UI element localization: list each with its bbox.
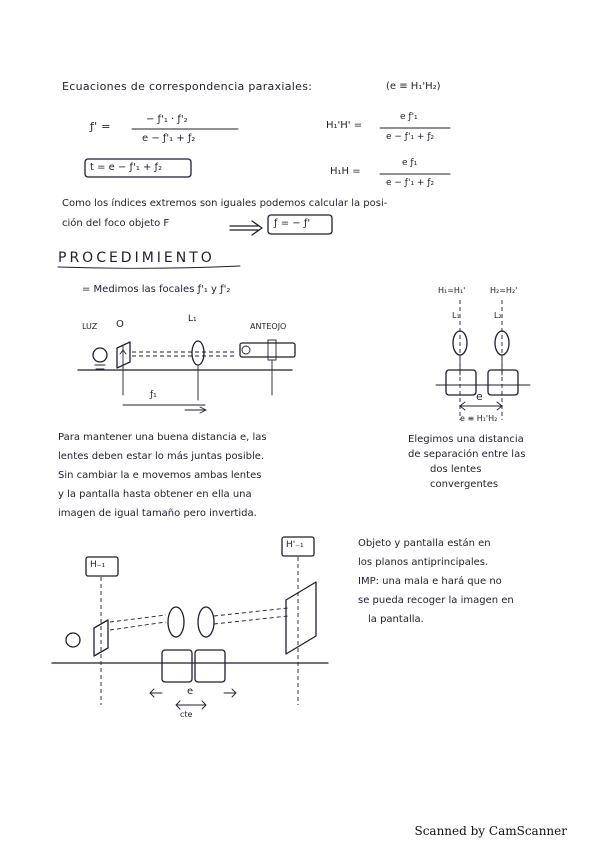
- lens-2-icon: [197, 606, 215, 638]
- lamp-icon: [92, 347, 108, 363]
- text-line-1: Como los índices extremos son iguales po…: [62, 198, 388, 209]
- lens-l1-icon: [191, 340, 205, 366]
- ray-c: [213, 607, 289, 617]
- label-f1: ƒ₁: [150, 390, 157, 400]
- lens-holder-1: [445, 369, 477, 396]
- move-right-arrow-icon: [223, 688, 237, 698]
- e-const-measure-icon: [175, 700, 207, 710]
- para3-line: se pueda recoger la imagen en: [358, 595, 514, 606]
- procedure-title: PROCEDIMIENTO: [58, 250, 215, 266]
- formula-t: t = e − ƒ'₁ + ƒ₂: [90, 162, 163, 173]
- t-formula-box: [84, 158, 192, 178]
- focus-equation: ƒ = − ƒ': [274, 218, 311, 229]
- lens-holder-1: [161, 649, 193, 683]
- paragraph-procedure: Para mantener una buena distancia e, las…: [58, 428, 267, 523]
- equations-heading: Ecuaciones de correspondencia paraxiales…: [62, 80, 313, 93]
- object-arrow-icon: [119, 349, 127, 355]
- e-definition-note: (e ≡ H₁'H₂): [386, 81, 441, 92]
- para1-line: lentes deben estar lo más juntas posible…: [58, 451, 265, 462]
- para3-line: IMP: una mala e hará que no: [358, 576, 502, 587]
- lens-holder-2: [194, 649, 226, 683]
- para1-line: y la pantalla hasta obtener en ella una: [58, 489, 252, 500]
- move-left-arrow-icon: [149, 688, 163, 698]
- label-h2-eq: H₂=H₂': [490, 286, 518, 295]
- text-line-2: ción del foco objeto F: [62, 218, 170, 229]
- para1-line: Para mantener una buena distancia e, las: [58, 432, 267, 443]
- lamp-base-icon: [94, 364, 106, 370]
- diagram-setup: [51, 536, 329, 710]
- para2-line: Elegimos una distancia: [408, 434, 524, 445]
- paragraph-separation: Elegimos una distancia de separación ent…: [408, 432, 525, 492]
- focus-box: [267, 214, 333, 235]
- label-h-prime-minus1: H'₋₁: [286, 540, 304, 550]
- formula-h2-numerator: e ƒ₁: [402, 158, 418, 168]
- label-luz: LUZ: [82, 322, 98, 331]
- implies-arrow-icon: [229, 220, 263, 236]
- lens-holder-2: [487, 369, 519, 396]
- formula-h1-denominator: e − ƒ'₁ + ƒ₂: [386, 132, 435, 142]
- label-e: e: [187, 686, 194, 697]
- object-slide-icon: [116, 341, 131, 369]
- para2-line: dos lentes: [430, 464, 482, 475]
- para3-line: Objeto y pantalla están en: [358, 538, 491, 549]
- lens-1-icon: [167, 606, 185, 638]
- label-h1-eq: H₁=H₁': [438, 286, 466, 295]
- label-cte: cte: [180, 710, 193, 719]
- lamp-icon: [65, 632, 81, 648]
- para2-line: de separación entre las: [408, 449, 526, 460]
- diagram-bench: [77, 339, 296, 414]
- f1-arrow-icon: [184, 406, 208, 414]
- e-measure-icon: [459, 401, 503, 411]
- formula-f-lhs: ƒ' =: [90, 120, 111, 133]
- para1-line: imagen de igual tamaño pero invertida.: [58, 508, 257, 519]
- label-anteojo: ANTEOJO: [250, 322, 287, 331]
- title-underline: [57, 265, 241, 269]
- object-slide-icon: [93, 619, 109, 657]
- scanner-watermark: Scanned by CamScanner: [414, 824, 567, 838]
- para2-line: convergentes: [430, 479, 499, 490]
- telescope-icon: [239, 342, 296, 358]
- diagram-two-lenses: [435, 300, 531, 420]
- label-box-h-prime-1: [281, 536, 315, 557]
- label-l1: L₁: [452, 311, 460, 320]
- para3-line: la pantalla.: [368, 614, 424, 625]
- ray-d: [213, 615, 289, 625]
- formula-h1-numerator: e ƒ'₁: [400, 112, 418, 122]
- para3-line: los planos antiprincipales.: [358, 557, 489, 568]
- telescope-eyepiece-icon: [241, 345, 251, 355]
- formula-f-numerator: − ƒ'₁ · ƒ'₂: [146, 114, 188, 125]
- label-e-definition: e ≡ H₁'H₂: [460, 414, 498, 423]
- label-box-h-1: [85, 556, 119, 577]
- formula-h2-lhs: H₁H =: [330, 166, 361, 177]
- label-l1: L₁: [188, 314, 197, 324]
- formula-f-denominator: e − ƒ'₁ + ƒ₂: [142, 133, 196, 144]
- label-l2: L₂: [494, 311, 502, 320]
- label-object-o: O: [116, 319, 124, 330]
- ray-b: [109, 621, 167, 631]
- paragraph-planes: Objeto y pantalla están en los planos an…: [358, 534, 514, 629]
- para1-line: Sin cambiar la e movemos ambas lentes: [58, 470, 262, 481]
- procedure-bullet: = Medimos las focales ƒ'₁ y ƒ'₂: [82, 284, 231, 295]
- ray-a: [109, 614, 167, 623]
- label-e: e: [476, 390, 484, 403]
- formula-h2-denominator: e − ƒ'₁ + ƒ₂: [386, 178, 435, 188]
- label-h-minus1: H₋₁: [90, 560, 106, 570]
- screen-icon: [285, 581, 317, 655]
- formula-h1-lhs: H₁'H' =: [326, 120, 363, 131]
